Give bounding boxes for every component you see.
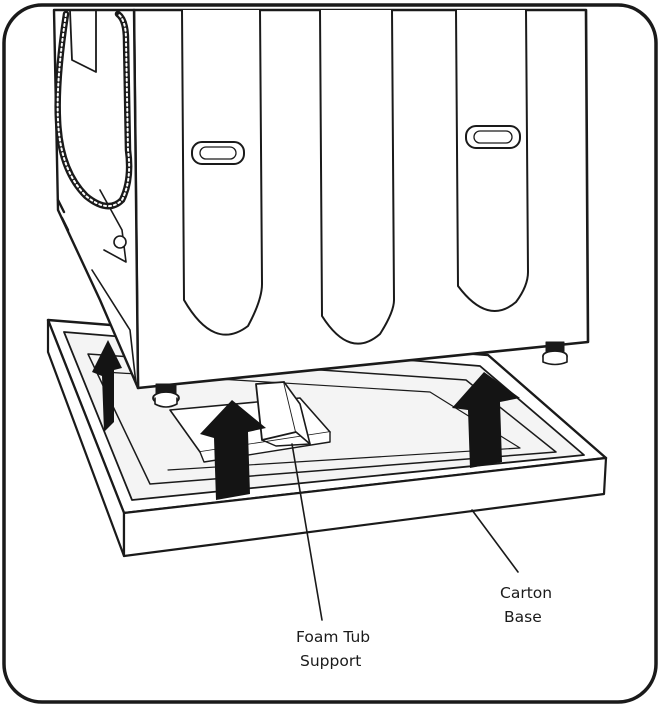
cabinet-rib-3: [455, 9, 529, 312]
leveling-foot-icon: [152, 383, 180, 408]
up-arrow-icon: [200, 400, 266, 500]
carton-base-label-line2: Base: [504, 608, 542, 626]
drain-hose: [54, 10, 133, 210]
foam-tub-support-label-line1: Foam Tub: [296, 628, 370, 646]
carton-base-label: Carton Base: [500, 584, 557, 626]
cabinet-rib-2: [319, 9, 395, 345]
washer-front-panel: [52, 8, 140, 390]
cabinet-rib-1: [181, 9, 263, 336]
foam-tub-support: [255, 381, 311, 447]
up-arrow-icon: [452, 372, 520, 468]
foam-tub-support-leader: [291, 443, 323, 621]
up-arrow-icon: [92, 340, 122, 432]
foam-tub-support-label: Foam Tub Support: [296, 628, 375, 670]
carton-base-right-face: [122, 456, 608, 558]
foam-tub-support-label-line2: Support: [300, 652, 361, 670]
carton-base-label-line1: Carton: [500, 584, 552, 602]
front-knob: [113, 235, 127, 249]
carton-base-inner-step: [87, 353, 557, 485]
carton-base-leader: [471, 509, 519, 573]
washer-cabinet: [52, 8, 590, 390]
leveling-foot-icon: [542, 341, 568, 366]
